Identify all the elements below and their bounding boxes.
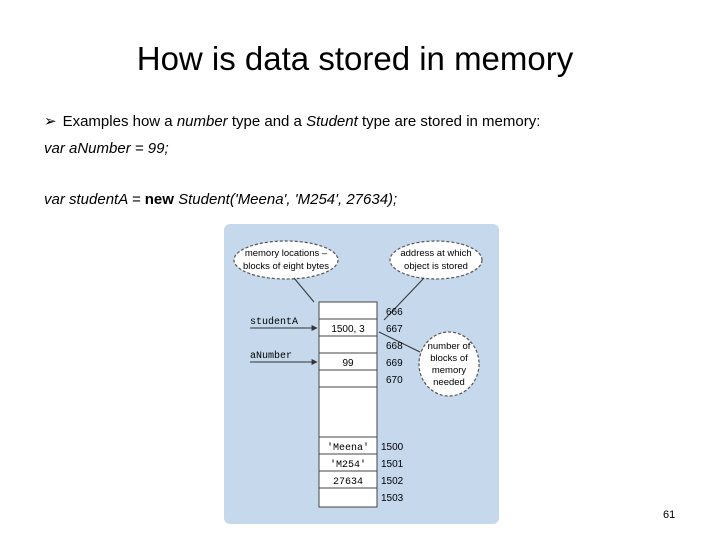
callout-address-line-2: object is stored — [404, 261, 468, 272]
variable-label-studentA: studentA — [250, 316, 298, 328]
memory-column — [318, 301, 378, 508]
arrow-bullet-icon: ➢ — [44, 113, 57, 130]
callout-address-line-1: address at which — [400, 248, 471, 259]
callout-memory-line-2: blocks of eight bytes — [243, 261, 329, 272]
callout-blocks-line-2: blocks of — [430, 353, 468, 364]
bullet-text-3: type are stored in memory: — [357, 113, 541, 130]
cell-address-667: 667 — [386, 324, 403, 335]
code-keyword-new: new — [144, 191, 174, 208]
variable-label-aNumber: aNumber — [250, 350, 292, 362]
bullet-text-1: Examples how a — [62, 113, 177, 130]
cell-value-1502: 27634 — [333, 477, 363, 488]
cell-address-670: 670 — [386, 375, 403, 386]
bullet-text-2: type and a — [227, 113, 307, 130]
cell-address-668: 668 — [386, 341, 403, 352]
callout-memory-locations: memory locations – blocks of eight bytes — [233, 240, 339, 303]
callout-blocks-line-4: needed — [433, 377, 465, 388]
cell-address-1503: 1503 — [381, 493, 404, 504]
bullet-em-student: Student — [306, 113, 358, 130]
cell-address-1501: 1501 — [381, 459, 404, 470]
cell-value-669: 99 — [342, 358, 354, 369]
page-number: 61 — [663, 509, 676, 521]
callout-blocks: number of blocks of memory needed — [378, 331, 480, 397]
callout-memory-line-1: memory locations – — [245, 248, 328, 259]
callout-blocks-line-3: memory — [432, 365, 467, 376]
cell-value-1500: 'Meena' — [327, 442, 369, 454]
memory-diagram: memory locations – blocks of eight bytes… — [224, 224, 499, 524]
cell-value-667: 1500, 3 — [331, 324, 365, 335]
code-line-number: var aNumber = 99; — [44, 140, 169, 157]
bullet-examples: ➢ Examples how a number type and a Studen… — [44, 112, 540, 130]
slide-title: How is data stored in memory — [136, 40, 574, 77]
cell-address-666: 666 — [386, 307, 403, 318]
cell-address-1500: 1500 — [381, 442, 404, 453]
cell-address-669: 669 — [386, 358, 403, 369]
callout-address: address at which object is stored — [383, 240, 483, 321]
code-line-student: var studentA = new Student('Meena', 'M25… — [44, 191, 398, 208]
cell-value-1501: 'M254' — [330, 459, 366, 471]
bullet-em-number: number — [176, 113, 228, 130]
cell-address-1502: 1502 — [381, 476, 404, 487]
callout-blocks-line-1: number of — [428, 341, 471, 352]
